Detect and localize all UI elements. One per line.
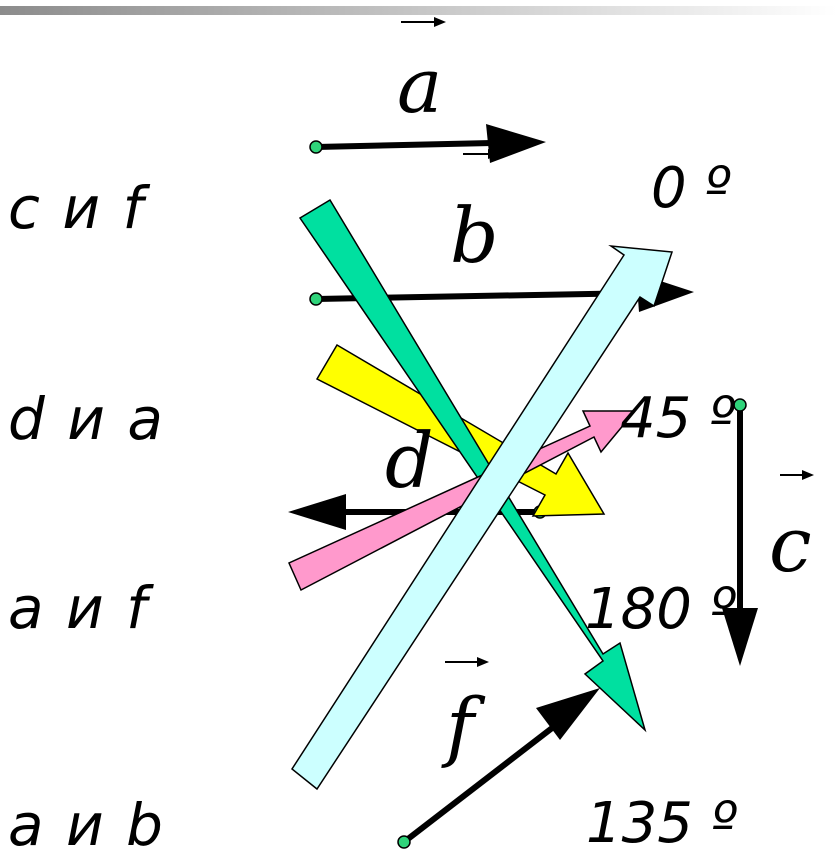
vector-b-origin-dot <box>309 292 323 306</box>
vector-c-arrow <box>722 398 758 666</box>
vector-d-letter: d <box>385 416 434 505</box>
angle-label-3: 180 º <box>585 577 736 642</box>
vector-d-label: d <box>385 416 434 505</box>
pair-label-4: a и b <box>8 791 165 859</box>
vector-c-letter: c <box>769 500 812 589</box>
pink-block-arrow <box>288 410 637 592</box>
vector-b-letter: b <box>450 191 499 280</box>
vector-a-arrow <box>309 124 546 163</box>
angle-label-4: 135 º <box>586 791 737 856</box>
angle-label-1: 0 º <box>651 156 731 221</box>
vector-f-letter: f <box>441 681 486 770</box>
pair-label-2: d и a <box>8 385 165 453</box>
pair-label-3: a и f <box>8 574 154 642</box>
vector-f-arrow <box>397 688 600 849</box>
vector-f-label: f <box>441 657 489 770</box>
vector-c-label: c <box>769 470 814 589</box>
vector-f-origin-dot <box>397 835 411 849</box>
vector-b-label: b <box>450 149 500 280</box>
top-divider <box>0 6 837 15</box>
pair-label-1: c и f <box>8 174 150 242</box>
green-block-arrow <box>298 198 647 733</box>
vector-a-label: a <box>397 17 446 130</box>
vector-a-letter: a <box>397 41 442 130</box>
vector-c-origin-dot <box>733 398 747 412</box>
cyan-block-arrow <box>291 244 674 791</box>
vector-a-origin-dot <box>309 140 323 154</box>
angle-label-2: 45 º <box>620 386 735 451</box>
